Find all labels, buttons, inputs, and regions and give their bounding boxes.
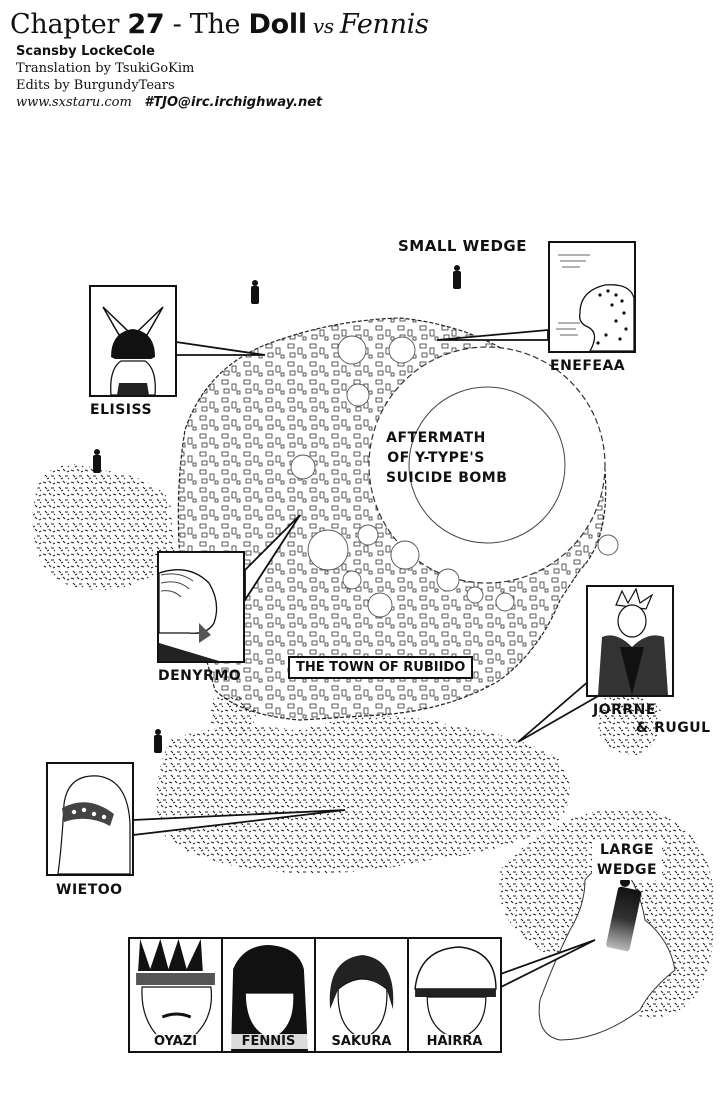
- fennis-illustration: [231, 945, 308, 1051]
- chapter-title: Chapter 27 - The Doll vs Fennis: [10, 8, 429, 43]
- pin-marker-north: [251, 280, 259, 304]
- label-hairra: HAIRRA: [409, 1034, 500, 1049]
- scans-label: Scansby: [16, 44, 82, 59]
- label-rugul: & RUGUL: [636, 720, 711, 736]
- edits-label: Edits by: [16, 78, 74, 93]
- sakura-illustration: [329, 955, 394, 1040]
- town-label: THE TOWN OF RUBIIDO: [288, 656, 474, 679]
- pin-marker-southwest: [154, 729, 162, 753]
- title-vs: vs: [306, 14, 340, 38]
- website-link[interactable]: www.sxstaru.com: [16, 95, 132, 110]
- title-prefix: Chapter: [10, 9, 128, 40]
- crater-inner: [408, 386, 566, 544]
- label-oyazi: OYAZI: [130, 1034, 221, 1049]
- large-wedge-clearing: [538, 866, 676, 1041]
- irc-channel: #TJO@irc.irchighway.net: [144, 95, 323, 110]
- credits-block: Chapter 27 - The Doll vs Fennis Scansby …: [10, 8, 429, 111]
- credit-links: www.sxstaru.com #TJO@irc.irchighway.net: [16, 94, 429, 111]
- credit-edits: Edits by BurgundyTears: [16, 77, 429, 94]
- title-doll: Doll: [248, 9, 308, 40]
- large-wedge-label: LARGE WEDGE: [592, 840, 662, 880]
- label-jorrne: JORRNE: [593, 702, 656, 718]
- label-wietoo: WIETOO: [56, 882, 123, 898]
- portrait-oyazi: OYAZI: [130, 939, 223, 1051]
- crater-label-line3: SUICIDE BOMB: [386, 470, 508, 486]
- wietoo-illustration: [57, 775, 131, 874]
- label-enefeaa: ENEFEAA: [550, 358, 626, 374]
- scans-name: LockeCole: [81, 44, 155, 59]
- forest-left: [32, 464, 175, 590]
- group-portrait-strip: OYAZI FENNIS SAKURA HAIRRA: [128, 937, 502, 1053]
- crater-bubbles: [290, 335, 619, 618]
- jorrne-illustration: [598, 587, 668, 695]
- label-sakura: SAKURA: [316, 1034, 407, 1049]
- small-wedge-marker: [453, 265, 461, 289]
- portrait-elisiss: [89, 285, 177, 397]
- credit-translation: Translation by TsukiGoKim: [16, 60, 429, 77]
- title-fennis: Fennis: [339, 9, 429, 40]
- portrait-wietoo: [46, 762, 134, 876]
- crater-label-line2: OF Y-TYPE'S: [387, 450, 485, 466]
- large-wedge-label-line1: LARGE: [599, 842, 655, 858]
- portrait-hairra: HAIRRA: [409, 939, 500, 1051]
- label-fennis: FENNIS: [223, 1034, 314, 1049]
- edits-name: BurgundyTears: [73, 78, 175, 93]
- portrait-sakura: SAKURA: [316, 939, 409, 1051]
- title-separator: - The: [164, 9, 249, 40]
- elisiss-illustration: [102, 306, 164, 395]
- portrait-enefeaa: [548, 241, 636, 353]
- crater-label: AFTERMATH OF Y-TYPE'S SUICIDE BOMB: [386, 428, 508, 488]
- portrait-fennis: FENNIS: [223, 939, 316, 1051]
- chapter-number: 27: [127, 9, 165, 40]
- forest-south: [156, 716, 570, 874]
- label-denyrmo: DENYRMO: [158, 668, 242, 684]
- portrait-jorrne: [586, 585, 674, 697]
- forest-east-small: [598, 696, 661, 755]
- oyazi-illustration: [136, 939, 215, 1040]
- credit-scans: Scansby LockeCole: [16, 43, 429, 60]
- small-wedge-label: SMALL WEDGE: [398, 237, 527, 255]
- portrait-denyrmo: [157, 551, 245, 663]
- translation-name: TsukiGoKim: [115, 61, 195, 76]
- pin-marker-west: [93, 449, 101, 473]
- enefeaa-illustration: [556, 254, 634, 351]
- crater-label-line1: AFTERMATH: [386, 430, 486, 446]
- denyrmo-illustration: [159, 569, 219, 661]
- label-elisiss: ELISISS: [90, 402, 153, 418]
- translation-label: Translation by: [16, 61, 116, 76]
- large-wedge-label-line2: WEDGE: [596, 862, 658, 878]
- hairra-illustration: [414, 946, 497, 1040]
